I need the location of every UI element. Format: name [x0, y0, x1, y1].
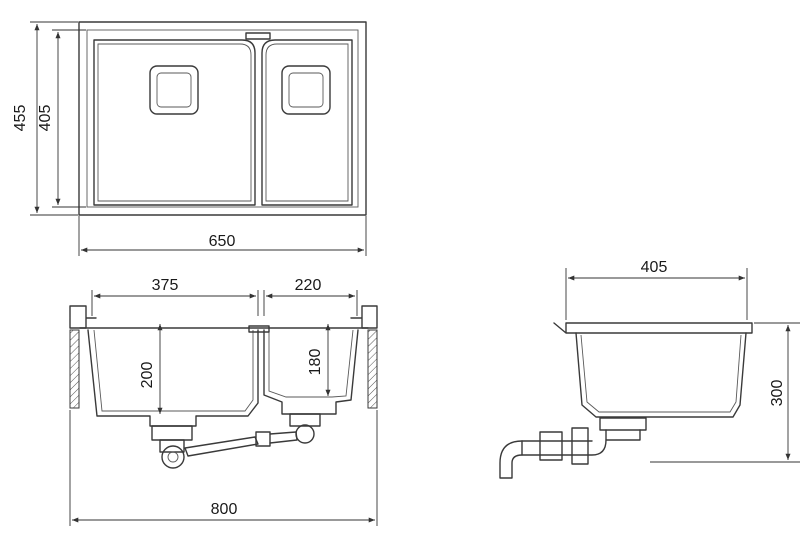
dim-label-405-side: 405: [641, 259, 668, 276]
dim-label-455: 455: [12, 105, 29, 132]
dim-label-300: 300: [769, 380, 786, 407]
trap-outlet: [161, 445, 185, 469]
side-view: 405 300: [499, 259, 800, 479]
big-bowl-outline: [93, 39, 256, 206]
small-bowl-outline: [261, 39, 353, 206]
side-trap-elbow: [499, 440, 523, 479]
small-bowl-drain-fitting: [289, 413, 321, 427]
dim-label-650: 650: [209, 233, 236, 250]
dim-label-375: 375: [152, 277, 179, 294]
dim-label-220: 220: [295, 277, 322, 294]
sink-rim: [69, 305, 378, 329]
top-view-outer-frame: [78, 21, 367, 216]
dim-label-200: 200: [139, 362, 156, 389]
side-waste-pipe: [521, 439, 607, 456]
overflow-connector-pipe: [184, 436, 259, 457]
dim-label-800: 800: [211, 501, 238, 518]
big-bowl-drain-fitting: [151, 425, 193, 441]
countertop-left: [69, 329, 80, 409]
side-rim: [553, 322, 753, 334]
countertop-right: [367, 329, 378, 409]
side-bowl-section: [575, 332, 747, 418]
small-bowl-drain: [281, 65, 331, 115]
top-view: 455 405 650: [12, 21, 367, 256]
big-bowl-section: [87, 329, 259, 427]
dim-label-405-top: 405: [37, 105, 54, 132]
side-drain-fitting: [599, 417, 647, 431]
top-view-inner-frame: [86, 29, 359, 208]
overflow-slot: [245, 32, 271, 40]
dim-label-180: 180: [307, 349, 324, 376]
front-view: 375 220 200 180 800: [69, 277, 378, 526]
big-bowl-drain: [149, 65, 199, 115]
